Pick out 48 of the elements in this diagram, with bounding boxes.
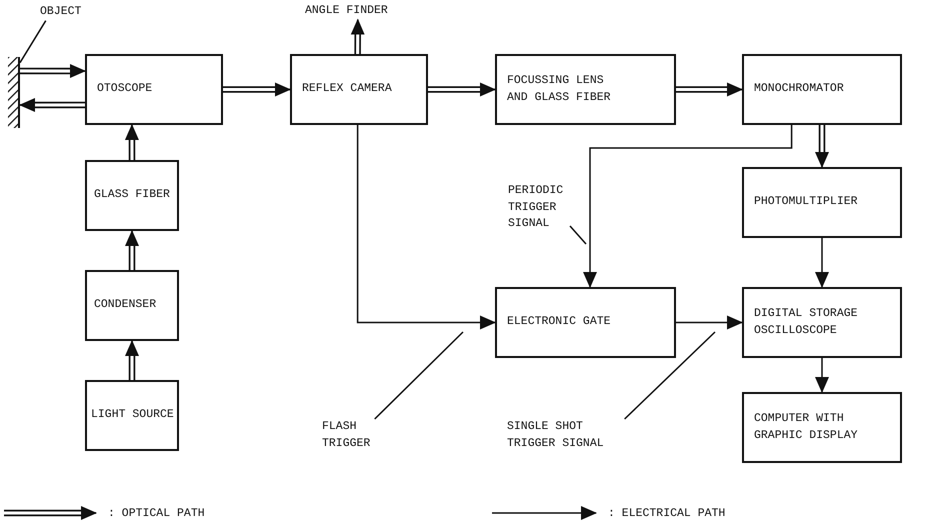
box-label: COMPUTER WITH GRAPHIC DISPLAY (754, 410, 859, 444)
box-label: DIGITAL STORAGE OSCILLOSCOPE (754, 306, 859, 338)
leader-line (19, 20, 46, 64)
signal-arrow (676, 316, 743, 330)
box-label: REFLEX CAMERA (302, 81, 392, 98)
process-box (85, 54, 223, 125)
box-label: PHOTOMULTIPLIER (754, 194, 858, 210)
callout-text: FLASH TRIGGER (322, 419, 384, 452)
signal-arrow (583, 125, 792, 288)
optical-arrow (427, 82, 496, 96)
optical-arrow (125, 340, 139, 381)
optical-arrow (125, 230, 139, 271)
optical-arrow (124, 124, 139, 161)
box-label: LIGHT SOURCE (91, 407, 174, 424)
optical-arrow (815, 124, 829, 168)
process-box (290, 54, 428, 125)
process-box (742, 167, 902, 238)
process-box (85, 380, 179, 451)
process-box (495, 287, 676, 358)
process-box (742, 287, 902, 358)
optical-arrow (19, 64, 86, 78)
process-box (742, 54, 902, 125)
optical-arrow (19, 98, 86, 112)
signal-arrow (815, 238, 829, 288)
box-label: FOCUSSING LENS AND GLASS FIBER (507, 72, 612, 106)
box-label: OTOSCOPE (97, 81, 152, 98)
legend-text: : ELECTRICAL PATH (608, 506, 726, 520)
optical-arrow (675, 82, 743, 96)
callout-text: OBJECT (40, 4, 112, 21)
optical-arrow (350, 18, 365, 55)
callout-text: PERIODIC TRIGGER SIGNAL (508, 183, 570, 234)
leader-line (374, 331, 464, 420)
box-label: MONOCHROMATOR (754, 81, 844, 98)
callout-text: SINGLE SHOT TRIGGER SIGNAL (507, 419, 619, 452)
process-box (85, 160, 179, 231)
box-label: ELECTRONIC GATE (507, 314, 611, 330)
process-box (85, 270, 179, 341)
callout-text: ANGLE FINDER (305, 3, 415, 20)
process-box (742, 392, 902, 463)
signal-arrow (815, 358, 829, 393)
box-label: GLASS FIBER (94, 187, 170, 204)
legend-text: : OPTICAL PATH (108, 506, 205, 520)
process-box (495, 54, 676, 125)
leader-line (624, 331, 716, 420)
leader-line (569, 226, 587, 244)
signal-arrow (356, 125, 496, 330)
box-label: CONDENSER (94, 297, 156, 314)
optical-arrow (222, 82, 291, 96)
